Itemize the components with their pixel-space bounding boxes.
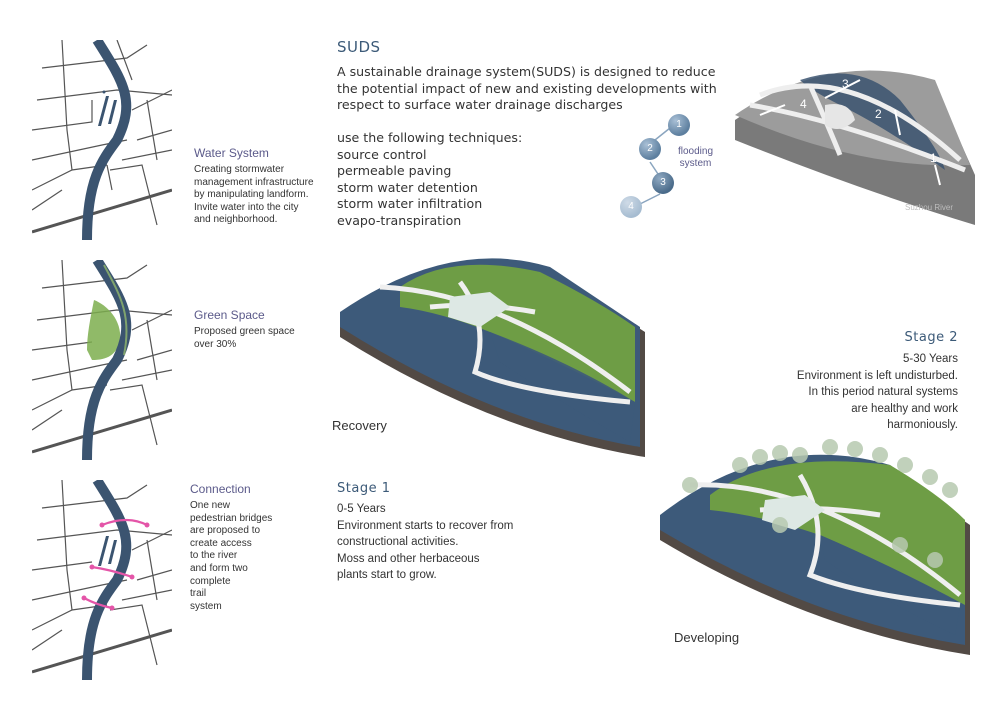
stage1-line: constructional activities. [337,536,459,548]
arrow-number-2: 2 [875,107,882,121]
green-space-title: Green Space [194,308,265,322]
technique-item: storm water infiltration [337,196,483,211]
technique-item: storm water detention [337,179,478,195]
flooding-system-label: flooding system [678,146,713,169]
arrow-number-1: 1 [930,151,937,165]
flood-node-4: 4 [620,196,642,218]
stage2-title: Stage 2 [904,330,958,345]
stage2-years: 5-30 Years [903,353,958,365]
flood-node-2: 2 [639,138,661,160]
suds-techniques: use the following techniques: source con… [337,130,522,229]
recovery-model [340,258,645,457]
developing-model [660,439,970,655]
connection-map [32,480,172,680]
flooding-label-line2: system [679,157,712,169]
water-system-text: Creating stormwater management infrastru… [194,164,314,226]
arrow-number-3: 3 [842,77,849,91]
developing-caption: Developing [674,630,740,645]
technique-item: source control [337,146,427,162]
stage1-line: plants start to grow. [337,569,437,581]
flood-node-3: 3 [652,172,674,194]
connection-text: One new pedestrian bridges are proposed … [190,500,273,612]
green-space-text: Proposed green space over 30% [194,326,295,350]
stage1-years: 0-5 Years [337,503,386,515]
flood-node-1: 1 [668,114,690,136]
flooding-system-model: 1 2 3 4 Suzhou River [735,70,975,225]
suds-title: SUDS [337,38,381,56]
river-label: Suzhou River [905,203,953,212]
water-system-title: Water System [194,146,269,160]
technique-item: permeable paving [337,163,452,178]
flooding-arrows [639,127,671,205]
stage1-text: 0-5 Years Environment starts to recover … [337,501,513,584]
stage2-line: Environment is left undisturbed. [796,369,958,382]
stage2-line: harmoniously. [887,419,958,431]
stage2-text: 5-30 Years Environment is left undisturb… [797,351,958,434]
stage1-title: Stage 1 [337,481,391,496]
stage1-line: Moss and other herbaceous [337,552,480,565]
stage1-line: Environment starts to recover from [337,519,514,532]
connection-title: Connection [190,482,251,496]
techniques-heading: use the following techniques: [337,130,523,145]
stage2-line: In this period natural systems [808,386,958,398]
water-system-map [32,40,172,240]
stage2-line: are healthy and work [851,402,958,415]
arrow-number-4: 4 [800,97,807,111]
suds-intro: A sustainable drainage system(SUDS) is d… [337,64,717,112]
green-space-map [32,260,172,460]
technique-item: evapo-transpiration [337,212,462,228]
recovery-caption: Recovery [332,418,387,433]
flooding-label-line1: flooding [678,146,714,157]
